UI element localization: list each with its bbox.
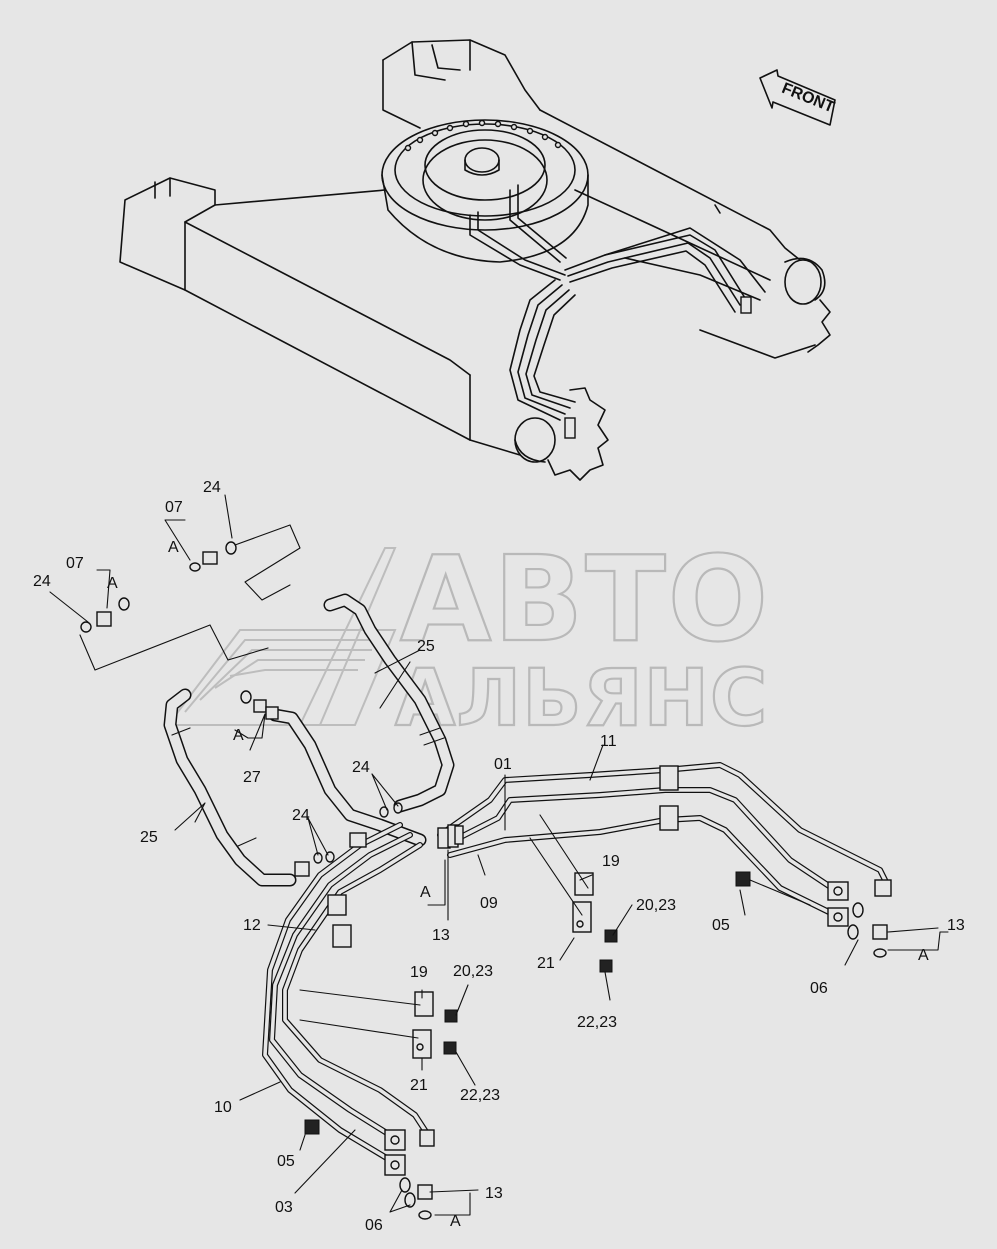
callout-11: 11 <box>600 733 617 750</box>
callout-25-lower: 25 <box>140 829 158 846</box>
detail-frame-left <box>79 624 269 671</box>
adapter-07-top <box>189 541 237 572</box>
callout-13-mid: 13 <box>432 927 450 944</box>
callout-21-left: 21 <box>410 1077 428 1094</box>
callout-07-top: 07 <box>165 499 183 516</box>
callout-03: 03 <box>275 1199 293 1216</box>
callout-a-top: A <box>168 539 179 556</box>
callout-22-23-right: 22,23 <box>577 1014 617 1031</box>
clamps-left <box>299 989 458 1059</box>
callout-09: 09 <box>480 895 498 912</box>
callout-06-right: 06 <box>810 980 828 997</box>
callout-05-right: 05 <box>712 917 730 934</box>
track-frame-drawing <box>119 39 831 481</box>
callout-19-right: 19 <box>602 853 620 870</box>
callout-20-23-right: 20,23 <box>636 897 676 914</box>
front-arrow: FRONT <box>759 69 837 126</box>
callout-22-23-left: 22,23 <box>460 1087 500 1104</box>
callout-27: 27 <box>243 769 261 786</box>
callout-05-left: 05 <box>277 1153 295 1170</box>
callout-10: 10 <box>214 1099 232 1116</box>
front-label: FRONT <box>779 80 837 116</box>
callout-13-left: 13 <box>485 1185 503 1202</box>
callout-20-23-left: 20,23 <box>453 963 493 980</box>
clamps-right <box>529 814 618 973</box>
watermark-line1: АВТО <box>400 530 770 668</box>
callout-25-upper: 25 <box>417 638 435 655</box>
callout-01: 01 <box>494 756 512 773</box>
callout-a-right: A <box>918 947 929 964</box>
bolts-05 <box>304 871 811 1135</box>
ring-bolt-holes <box>404 119 562 152</box>
callout-12: 12 <box>243 917 261 934</box>
callout-a-mid: A <box>233 727 244 744</box>
pipes-right <box>437 762 892 927</box>
adapter-27 <box>240 690 279 720</box>
callout-21-right: 21 <box>537 955 555 972</box>
callout-24-mid2: 24 <box>292 807 310 824</box>
callout-07-left: 07 <box>66 555 84 572</box>
watermark: АВТО АЛЬЯНС <box>165 529 770 745</box>
callout-24-top: 24 <box>203 479 221 496</box>
adapter-07-left <box>80 597 130 633</box>
callout-19-left: 19 <box>410 964 428 981</box>
watermark-logo <box>165 547 397 726</box>
callout-a-left-bottom: A <box>450 1213 461 1230</box>
callout-a-bottom-mid: A <box>420 884 431 901</box>
callout-24-left: 24 <box>33 573 51 590</box>
callout-06-left: 06 <box>365 1217 383 1234</box>
callout-24-mid1: 24 <box>352 759 370 776</box>
hose-25-upper <box>323 593 455 813</box>
leader-lines <box>49 494 949 1216</box>
watermark-line2: АЛЬЯНС <box>395 654 768 744</box>
fitting-13-center <box>294 824 464 877</box>
callout-a-left: A <box>107 575 118 592</box>
detail-frame-top <box>234 524 301 601</box>
pipes-left <box>262 822 435 1176</box>
callout-labels: 24 07 A 07 A 24 25 A 27 24 24 25 11 01 1… <box>33 479 965 1234</box>
fittings-13-ends <box>399 902 888 1220</box>
hose-27-bent <box>268 708 427 847</box>
hose-25-lower <box>163 688 297 887</box>
callout-13-right: 13 <box>947 917 965 934</box>
